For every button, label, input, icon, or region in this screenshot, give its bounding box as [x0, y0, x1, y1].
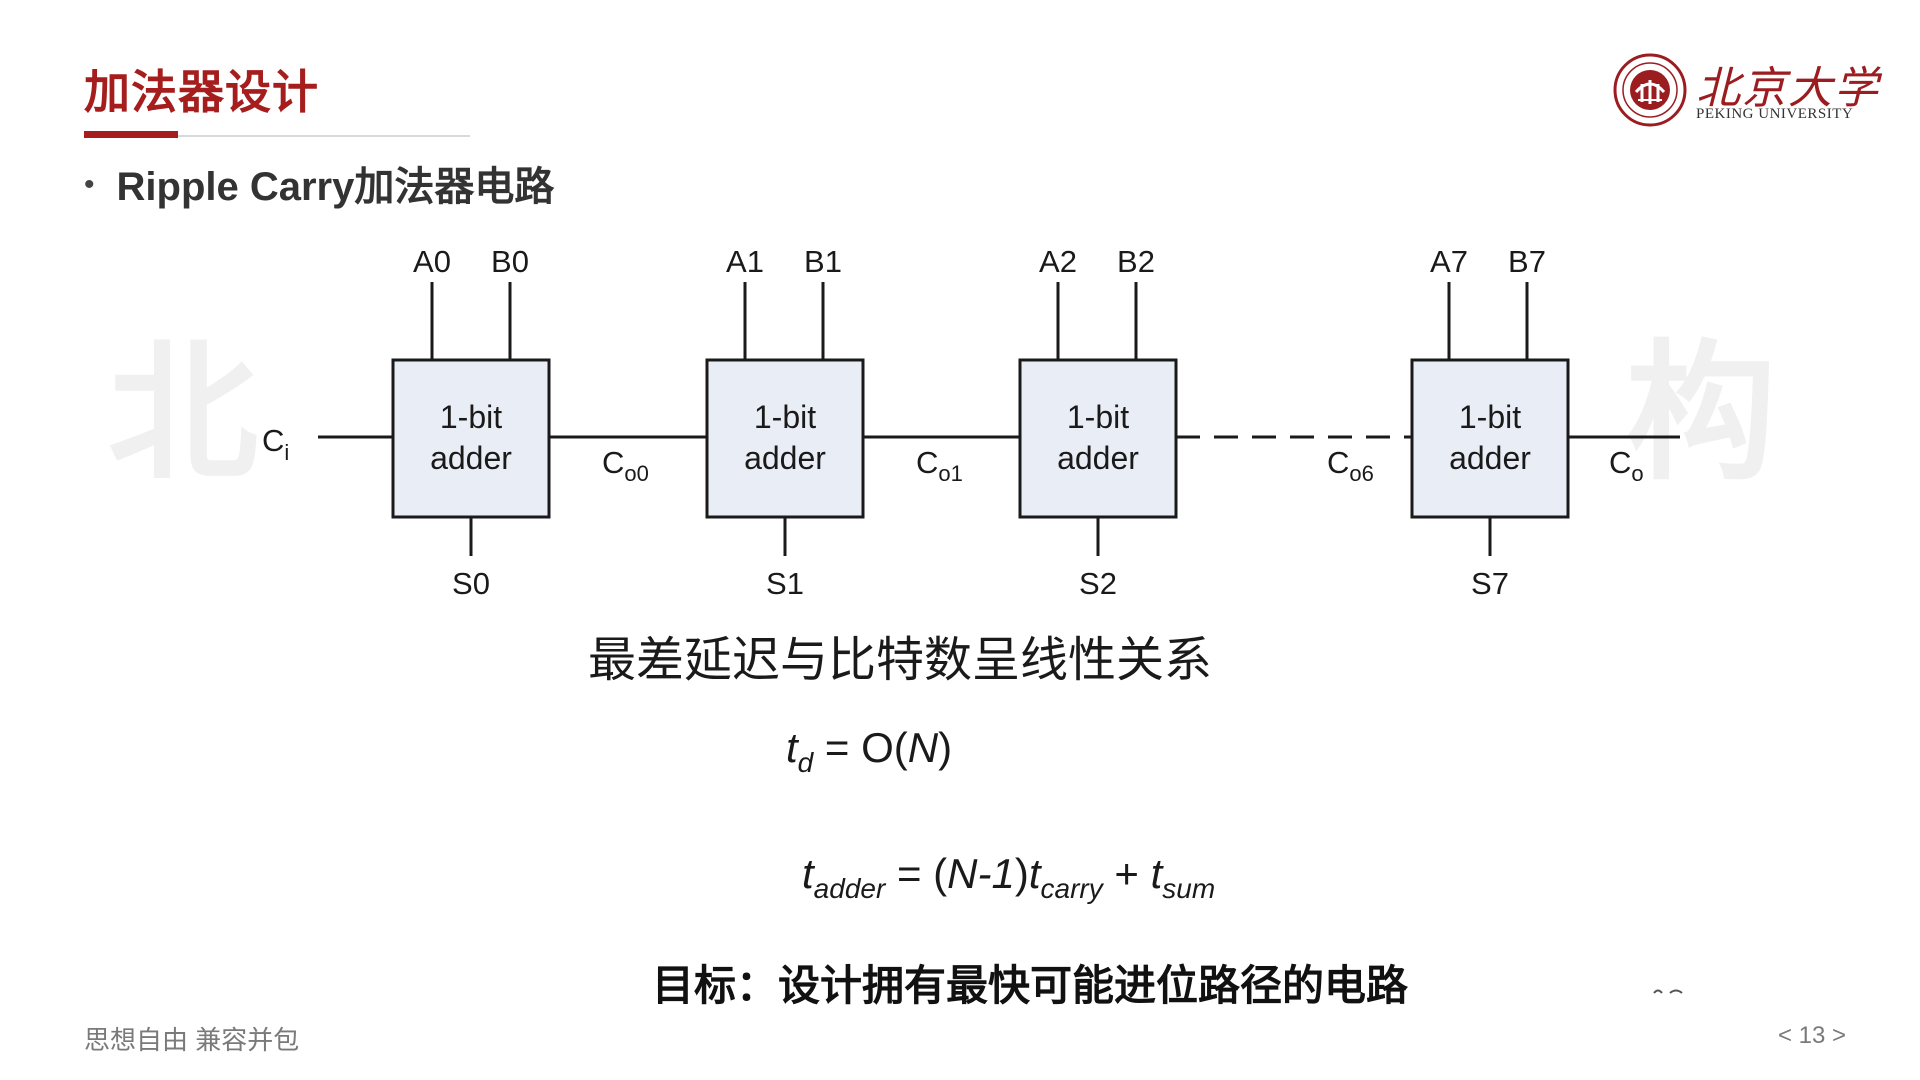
- formula-adder-carry-sub: carry: [1040, 873, 1103, 904]
- input-a7: A7: [1430, 244, 1468, 279]
- bullet-text: Ripple Carry加法器电路: [116, 165, 555, 209]
- adder-block-1: [705, 358, 865, 519]
- input-b2: B2: [1117, 244, 1155, 279]
- sum-s1: S1: [766, 566, 804, 601]
- page-number: < 13 >: [1778, 1022, 1847, 1049]
- formula-delay: td = O(N): [786, 724, 952, 779]
- logo-chinese-name: 北京大学: [1696, 63, 1880, 114]
- carry-out-final-label: Co: [1609, 445, 1644, 486]
- slide-title: 加法器设计: [84, 66, 319, 118]
- formula-adder-t: t: [802, 850, 814, 897]
- carry-out-0-label: Co0: [602, 445, 649, 486]
- watermark-right: 构: [1626, 329, 1777, 497]
- peking-university-seal-icon: [1613, 53, 1687, 127]
- sum-s2: S2: [1079, 566, 1117, 601]
- formula-adder-nm1: N-1: [947, 850, 1015, 897]
- adder-block-7: [1410, 358, 1570, 519]
- sum-s7: S7: [1471, 566, 1509, 601]
- adder-label-2-line1: 1-bit: [1067, 399, 1129, 435]
- adder-label-2-line2: adder: [1057, 440, 1139, 476]
- delay-statement: 最差延迟与比特数呈线性关系: [0, 620, 1920, 690]
- formula-delay-sub: d: [797, 747, 814, 778]
- adder-label-1-line1: 1-bit: [754, 399, 816, 435]
- formula-delay-n: N: [907, 724, 939, 771]
- input-b0: B0: [491, 244, 529, 279]
- input-b1: B1: [804, 244, 842, 279]
- carry-in-label: Ci: [262, 423, 289, 465]
- formula-adder-close: ): [1014, 850, 1029, 897]
- goal-text: 目标：设计拥有最快可能进位路径的电路: [651, 962, 1408, 1009]
- footer-motto: 思想自由 兼容并包: [84, 1025, 300, 1055]
- adder-label-1-line2: adder: [744, 440, 826, 476]
- adder-label-0-line1: 1-bit: [440, 399, 502, 435]
- formula-delay-close: ): [938, 724, 953, 771]
- bullet-item: • Ripple Carry加法器电路: [84, 154, 554, 212]
- goal-statement: 目标：设计拥有最快可能进位路径的电路: [0, 952, 1920, 1013]
- adder-label-0-line2: adder: [430, 440, 512, 476]
- watermark-left: 北: [108, 329, 259, 497]
- formula-adder: tadder = (N-1)tcarry + tsum: [802, 850, 1215, 905]
- title-underline-accent: [84, 131, 178, 138]
- input-a1: A1: [726, 244, 764, 279]
- input-a2: A2: [1039, 244, 1077, 279]
- formula-delay-eq: = O(: [813, 724, 908, 771]
- adder-label-7-line2: adder: [1449, 440, 1531, 476]
- carry-out-6-label: Co6: [1327, 445, 1374, 486]
- formula-delay-t: t: [786, 724, 798, 771]
- formula-adder-t2: t: [1028, 850, 1041, 897]
- delay-statement-text: 最差延迟与比特数呈线性关系: [587, 634, 1212, 687]
- formula-adder-eq: = (: [885, 850, 948, 897]
- sum-s0: S0: [452, 566, 490, 601]
- formula-adder-sum-sub: sum: [1162, 873, 1216, 904]
- formula-adder-sub: adder: [813, 873, 886, 904]
- bullet-dot-icon: •: [84, 168, 95, 201]
- input-a0: A0: [413, 244, 451, 279]
- adder-block-0: [391, 358, 551, 519]
- logo-english-name: PEKING UNIVERSITY: [1696, 106, 1854, 122]
- carry-out-1-label: Co1: [916, 445, 963, 486]
- cropped-page-number-artifact: [1653, 989, 1683, 994]
- input-b7: B7: [1508, 244, 1546, 279]
- title-underline: [84, 135, 470, 137]
- formula-adder-t3: t: [1150, 850, 1163, 897]
- formula-adder-plus: +: [1102, 850, 1151, 897]
- adder-block-2: [1018, 358, 1178, 519]
- adder-label-7-line1: 1-bit: [1459, 399, 1521, 435]
